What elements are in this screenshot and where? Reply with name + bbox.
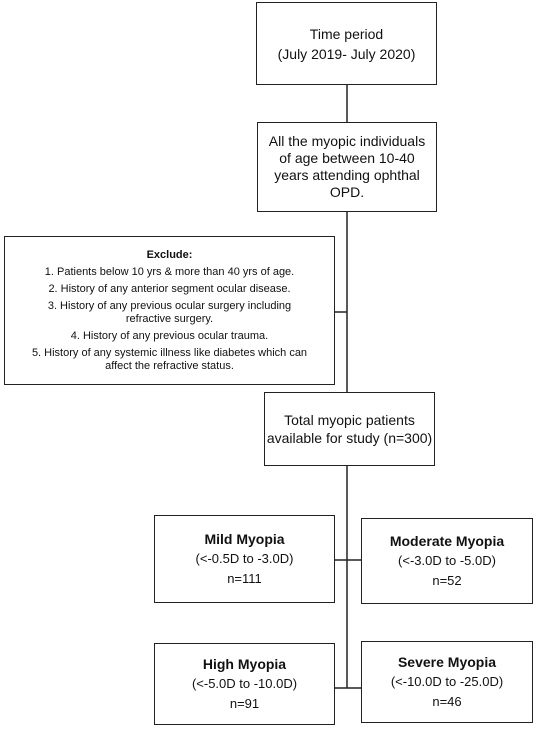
mild-myopia-box: Mild Myopia (<-0.5D to -3.0D) n=111 — [154, 515, 335, 603]
total-patients-box: Total myopic patients available for stud… — [264, 392, 435, 466]
exclusion-item: 4. History of any previous ocular trauma… — [71, 330, 268, 343]
group-range: (<-0.5D to -3.0D) — [195, 551, 294, 566]
population-line-3: years attending ophthal — [274, 167, 420, 183]
exclusion-item-text: 1. Patients below 10 yrs & more than 40 … — [44, 265, 295, 278]
high-myopia-box: High Myopia (<-5.0D to -10.0D) n=91 — [154, 643, 335, 725]
group-count: n=111 — [227, 571, 262, 586]
group-count: n=46 — [432, 694, 462, 709]
exclusion-item-text: refractive surgery. — [125, 312, 214, 325]
group-range: (<-3.0D to -5.0D) — [398, 553, 496, 568]
group-range: (<-10.0D to -25.0D) — [390, 674, 504, 689]
group-name: Severe Myopia — [397, 654, 497, 670]
population-line-4: OPD. — [329, 184, 365, 200]
total-line-2: available for study (n=300) — [266, 430, 433, 446]
exclusion-item-text: 3. History of any previous ocular surger… — [47, 299, 292, 312]
exclusion-item: 3. History of any previous ocular surger… — [48, 300, 291, 326]
exclusion-item-text: 2. History of any anterior segment ocula… — [48, 282, 291, 295]
population-box: All the myopic individuals of age betwee… — [257, 122, 437, 212]
exclusion-title: Exclude: — [146, 248, 193, 261]
group-range: (<-5.0D to -10.0D) — [191, 676, 298, 691]
exclusion-item-text: 4. History of any previous ocular trauma… — [70, 329, 269, 342]
total-line-1: Total myopic patients — [284, 412, 415, 428]
exclusion-item-text: 5. History of any systemic illness like … — [31, 346, 308, 359]
group-name: Mild Myopia — [204, 531, 285, 547]
population-line-1: All the myopic individuals — [268, 133, 426, 149]
population-line-2: of age between 10-40 — [279, 150, 415, 166]
moderate-myopia-box: Moderate Myopia (<-3.0D to -5.0D) n=52 — [361, 518, 533, 604]
time-period-title: Time period — [309, 25, 384, 42]
group-count: n=52 — [432, 573, 462, 588]
group-name: High Myopia — [202, 656, 287, 672]
exclusion-item: 1. Patients below 10 yrs & more than 40 … — [45, 266, 294, 279]
exclusion-item-text: affect the refractive status. — [105, 359, 234, 372]
group-count: n=91 — [229, 696, 260, 711]
exclusion-item: 5. History of any systemic illness like … — [32, 347, 307, 373]
time-period-box: Time period (July 2019- July 2020) — [256, 2, 437, 85]
time-period-range: (July 2019- July 2020) — [277, 45, 416, 62]
group-name: Moderate Myopia — [389, 533, 505, 549]
exclusion-item: 2. History of any anterior segment ocula… — [48, 283, 290, 296]
severe-myopia-box: Severe Myopia (<-10.0D to -25.0D) n=46 — [361, 641, 533, 723]
exclusion-criteria-box: Exclude: 1. Patients below 10 yrs & more… — [4, 236, 335, 385]
